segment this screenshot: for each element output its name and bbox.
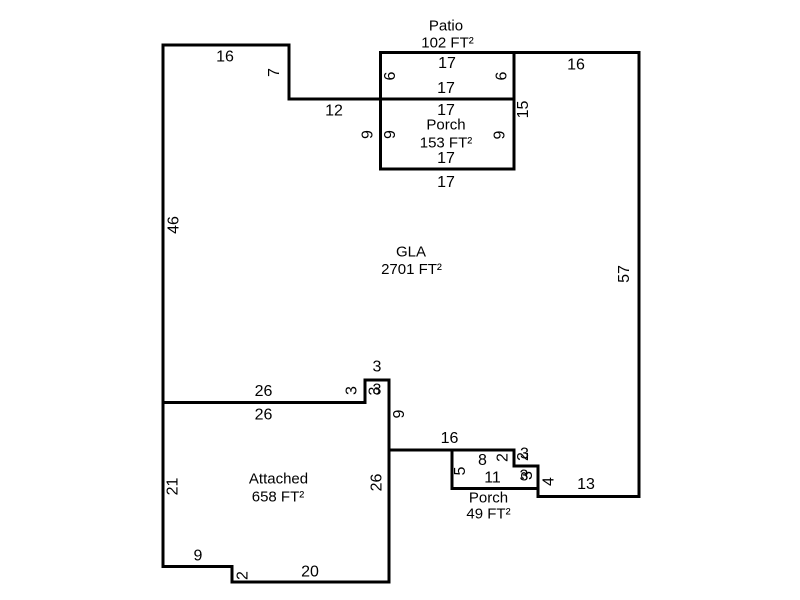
svg-text:17: 17	[438, 55, 456, 72]
svg-text:6: 6	[382, 71, 399, 80]
svg-text:2: 2	[495, 453, 512, 462]
svg-text:26: 26	[255, 407, 273, 424]
svg-text:20: 20	[301, 564, 319, 581]
svg-text:102 FT²: 102 FT²	[421, 35, 474, 52]
svg-text:26: 26	[255, 383, 273, 400]
svg-text:Porch: Porch	[426, 117, 465, 134]
svg-text:16: 16	[567, 57, 585, 74]
svg-text:Patio: Patio	[429, 18, 463, 35]
svg-text:2: 2	[515, 452, 532, 461]
svg-text:17: 17	[437, 102, 455, 119]
svg-text:GLA: GLA	[396, 244, 426, 261]
svg-text:3: 3	[520, 468, 529, 485]
svg-text:12: 12	[325, 103, 343, 120]
svg-text:Attached: Attached	[249, 471, 308, 488]
svg-text:9: 9	[360, 130, 377, 139]
svg-text:6: 6	[494, 71, 511, 80]
svg-text:57: 57	[616, 265, 633, 283]
svg-text:17: 17	[437, 174, 455, 191]
svg-text:3: 3	[367, 386, 384, 395]
svg-text:3: 3	[344, 386, 361, 395]
svg-text:46: 46	[166, 216, 183, 234]
svg-text:13: 13	[577, 476, 595, 493]
svg-text:8: 8	[478, 452, 487, 469]
svg-text:3: 3	[519, 471, 536, 480]
svg-text:11: 11	[484, 470, 501, 487]
svg-text:7: 7	[266, 68, 283, 77]
svg-text:9: 9	[492, 130, 509, 139]
svg-text:2: 2	[235, 571, 252, 580]
svg-text:49 FT²: 49 FT²	[466, 506, 510, 523]
svg-text:26: 26	[369, 474, 386, 492]
svg-text:17: 17	[437, 150, 455, 167]
svg-text:9: 9	[391, 409, 408, 418]
svg-text:5: 5	[452, 466, 469, 475]
svg-text:16: 16	[216, 49, 234, 66]
svg-text:16: 16	[441, 430, 459, 447]
svg-text:153 FT²: 153 FT²	[420, 135, 473, 152]
svg-text:Porch: Porch	[469, 490, 508, 507]
svg-text:3: 3	[373, 382, 382, 399]
svg-text:21: 21	[165, 478, 182, 496]
svg-text:3: 3	[520, 446, 529, 463]
svg-text:9: 9	[194, 548, 203, 565]
svg-text:658 FT²: 658 FT²	[252, 489, 305, 506]
svg-text:3: 3	[373, 359, 382, 376]
svg-text:9: 9	[382, 130, 399, 139]
svg-text:2701 FT²: 2701 FT²	[381, 261, 442, 278]
svg-text:17: 17	[437, 80, 455, 97]
svg-text:4: 4	[541, 477, 558, 486]
svg-text:15: 15	[515, 101, 532, 119]
